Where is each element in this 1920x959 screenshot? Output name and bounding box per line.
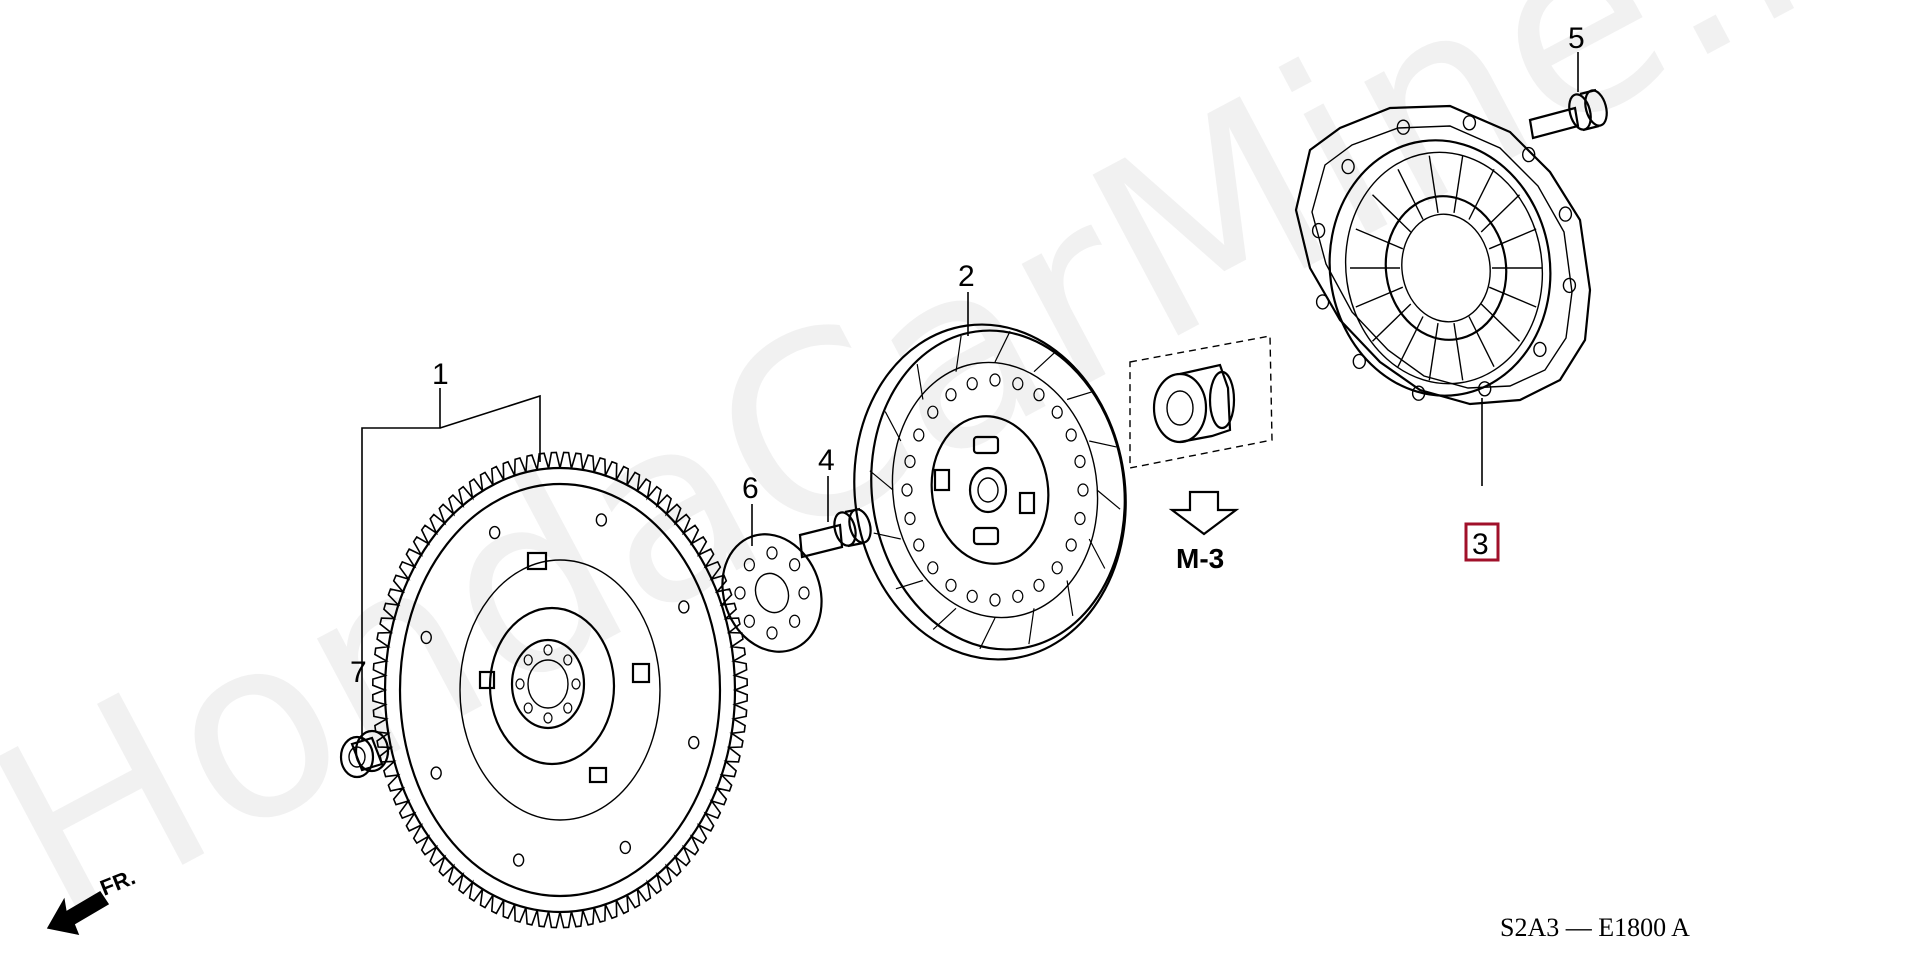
pressure-plate-drawing[interactable] xyxy=(1294,104,1592,410)
callout-3-highlight-box xyxy=(1464,522,1500,562)
flywheel-bolt-holes xyxy=(420,513,700,867)
clutch-disc-drawing[interactable] xyxy=(833,307,1147,677)
callout-4[interactable]: 4 xyxy=(818,444,835,477)
callout-3[interactable]: 3 xyxy=(1472,528,1489,561)
callout-7[interactable]: 7 xyxy=(350,656,367,689)
front-arrow-icon xyxy=(46,890,110,936)
pressure-plate-bolt-drawing[interactable] xyxy=(1528,88,1610,140)
diagram-code: S2A3 — E1800 A xyxy=(1500,913,1690,942)
leader-line-1 xyxy=(361,388,541,740)
reference-arrow-icon xyxy=(1168,490,1240,536)
flywheel-drawing[interactable] xyxy=(371,451,749,929)
flywheel-plate-drawing[interactable] xyxy=(706,520,837,666)
callout-1[interactable]: 1 xyxy=(432,358,449,391)
callout-5[interactable]: 5 xyxy=(1568,22,1585,55)
release-bearing-drawing[interactable] xyxy=(1129,335,1273,469)
reference-label[interactable]: M-3 xyxy=(1176,543,1224,574)
pilot-bearing-drawing[interactable] xyxy=(339,729,390,779)
callout-6[interactable]: 6 xyxy=(742,472,759,505)
callout-2[interactable]: 2 xyxy=(958,260,975,293)
